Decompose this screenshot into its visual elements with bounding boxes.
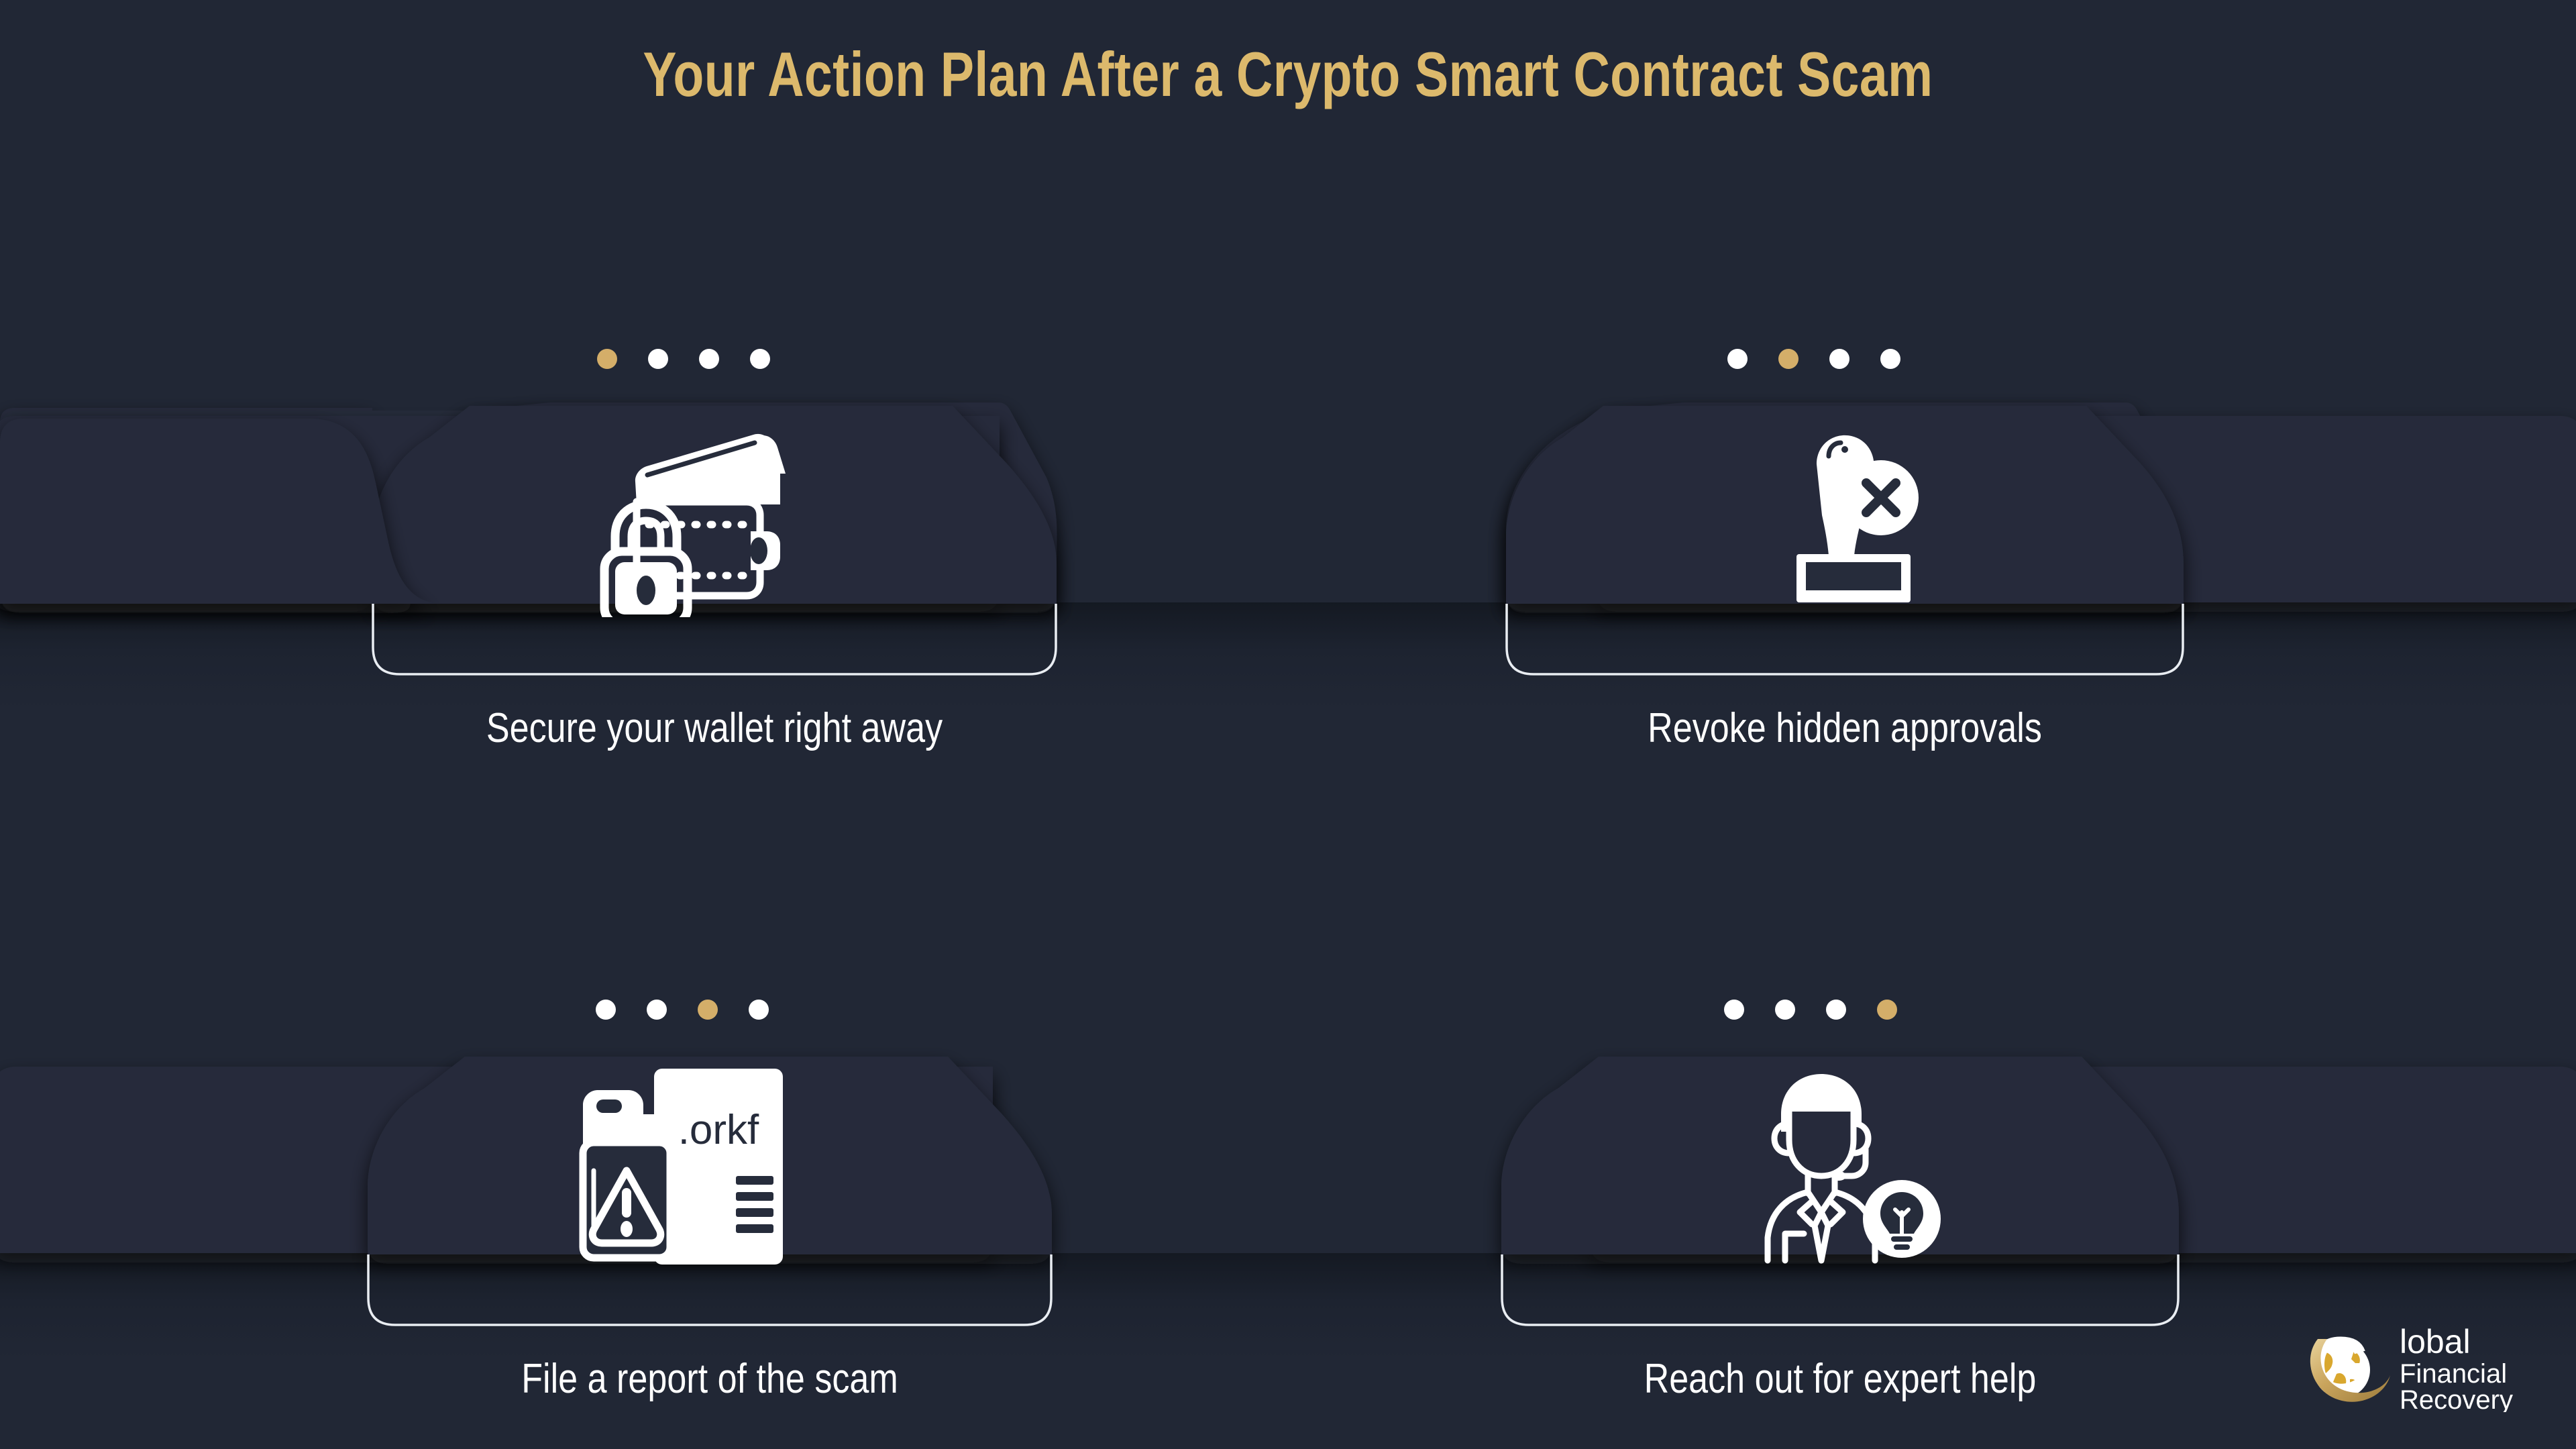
page-title: Your Action Plan After a Crypto Smart Co… bbox=[643, 39, 1933, 109]
step-dot[interactable] bbox=[699, 349, 719, 369]
step-dot[interactable] bbox=[647, 1000, 667, 1020]
stamp-cancel-icon bbox=[1744, 429, 1959, 624]
step-label-4: Reach out for expert help bbox=[1644, 1356, 2037, 1402]
step-dot[interactable] bbox=[1727, 349, 1748, 369]
step-dot-active[interactable] bbox=[1877, 1000, 1897, 1020]
step-dot-active[interactable] bbox=[1778, 349, 1799, 369]
step-label-2: Revoke hidden approvals bbox=[1648, 705, 2042, 751]
file-extension-label: .orkf bbox=[678, 1107, 759, 1153]
step-dot[interactable] bbox=[750, 349, 770, 369]
step-dot[interactable] bbox=[596, 1000, 616, 1020]
card-outline-4 bbox=[1501, 1254, 2180, 1326]
brand-logo[interactable]: G lobal Financial Recovery bbox=[2298, 1315, 2536, 1412]
step-dot[interactable] bbox=[1724, 1000, 1744, 1020]
card-outline-1 bbox=[372, 604, 1057, 676]
step-dot[interactable] bbox=[648, 349, 668, 369]
step-dots-2 bbox=[1727, 349, 1900, 369]
wallet-lock-icon bbox=[587, 429, 842, 630]
step-dots-3 bbox=[596, 1000, 769, 1020]
step-label-3: File a report of the scam bbox=[521, 1356, 898, 1402]
row1-final-mesa bbox=[0, 419, 443, 604]
step-dot-active[interactable] bbox=[597, 349, 617, 369]
step-dot[interactable] bbox=[1775, 1000, 1795, 1020]
page-title-wrap: Your Action Plan After a Crypto Smart Co… bbox=[0, 39, 2576, 109]
support-agent-idea-icon bbox=[1748, 1070, 1962, 1265]
swoosh-icon bbox=[2310, 1339, 2390, 1402]
card-outlines bbox=[367, 604, 2184, 1326]
step-dot[interactable] bbox=[1826, 1000, 1846, 1020]
logo-line-3: Recovery bbox=[2400, 1385, 2513, 1412]
row2-shadow-band bbox=[0, 1253, 2576, 1360]
step-label-1: Secure your wallet right away bbox=[486, 705, 943, 751]
logo-line-1: lobal bbox=[2400, 1323, 2471, 1360]
row1-shadow-band bbox=[0, 602, 2576, 710]
step-dot[interactable] bbox=[1880, 349, 1900, 369]
card-outline-2 bbox=[1505, 604, 2184, 676]
report-folder-warning-icon: .orkf bbox=[574, 1063, 815, 1265]
step-dot[interactable] bbox=[1829, 349, 1849, 369]
step-dot-active[interactable] bbox=[698, 1000, 718, 1020]
card-outline-3 bbox=[367, 1254, 1053, 1326]
step-dot[interactable] bbox=[749, 1000, 769, 1020]
step-dots-1 bbox=[597, 349, 770, 369]
step-dots-4 bbox=[1724, 1000, 1897, 1020]
logo-line-2: Financial bbox=[2400, 1359, 2507, 1389]
